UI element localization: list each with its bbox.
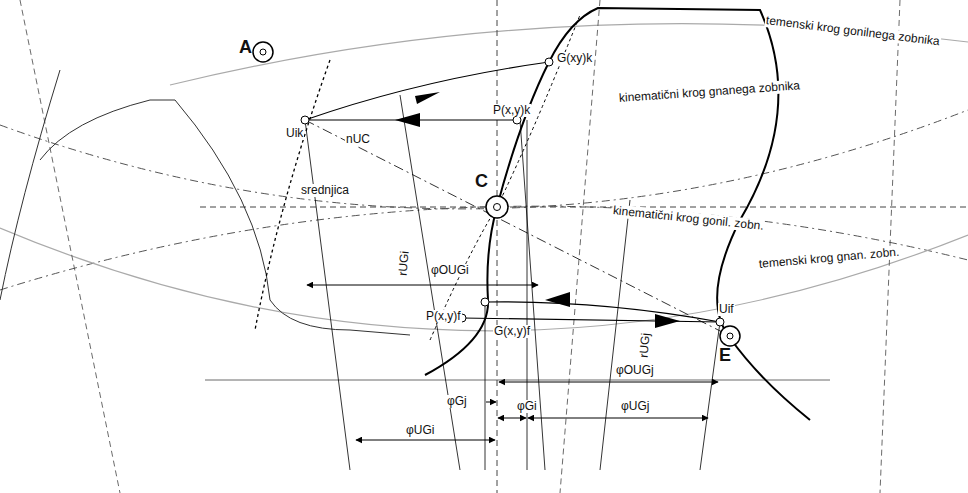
angle-label: φOUGj [615,364,655,377]
point-label: P(x,y)k [492,104,531,117]
point-label: E [718,346,732,366]
angle-label: φGi [516,400,538,413]
point-label: A [238,38,253,58]
circle-label: kinematični krog gonil. zobn. [611,204,765,233]
point-label: Uif [718,303,735,316]
angle-label: φUGj [620,400,650,413]
point-label: P(x,y)f [425,310,462,323]
radius-label: rUGi [396,249,411,277]
angle-label: φOUGi [430,264,470,277]
point-label: G(xy)k [556,52,593,65]
radius-label: rUGj [637,331,652,359]
angle-label: φGj [446,395,468,408]
angle-label: φUGi [405,424,435,437]
line-label: srednjica [300,184,350,197]
point-label: Uik [285,127,304,140]
circle-label: kinematični krog gnanega zobnika [618,79,802,105]
line-label: nUC [345,133,371,146]
point-label: C [474,172,489,192]
circle-label: temenski krog gonilnega zobnika [764,14,941,49]
point-label: G(x,y)f [493,325,531,338]
